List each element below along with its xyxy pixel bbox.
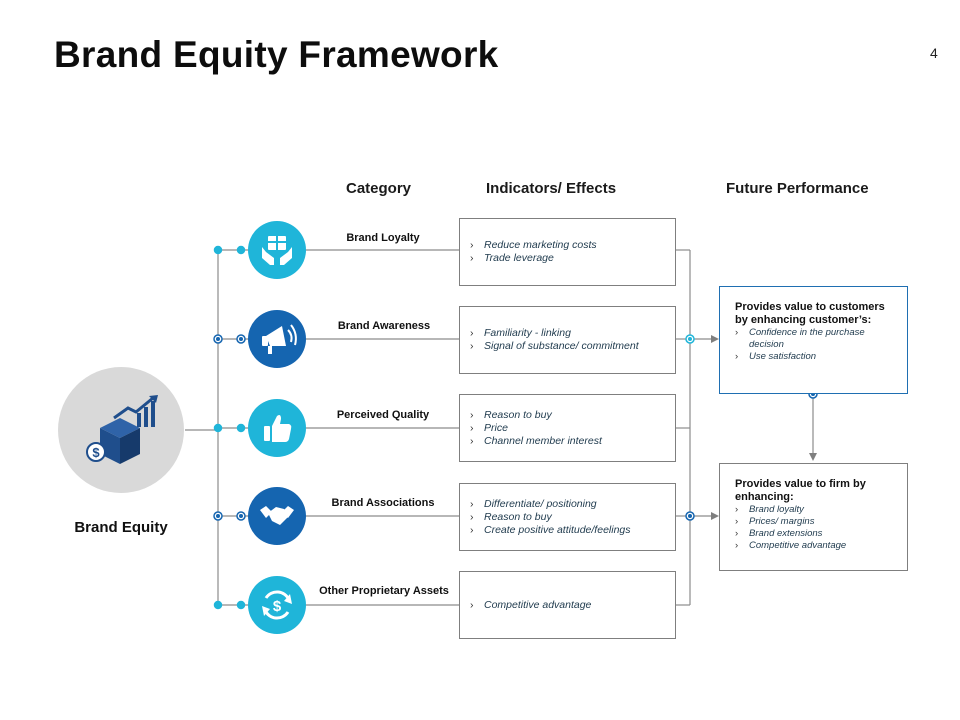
future-item: Brand extensions [735, 528, 899, 540]
category-label-other-proprietary-assets: Other Proprietary Assets [319, 585, 449, 597]
future-box-firm: Provides value to firm by enhancing: Bra… [719, 463, 908, 571]
future-item: Competitive advantage [735, 540, 899, 552]
thumbs-up-icon [264, 415, 292, 442]
column-header-indicators: Indicators/ Effects [486, 180, 617, 197]
future-heading: Provides value to customers by enhancing… [735, 301, 885, 326]
column-header-category: Category [346, 180, 412, 197]
category-label-brand-associations: Brand Associations [331, 497, 435, 509]
category-label-brand-loyalty: Brand Loyalty [346, 232, 420, 244]
indicator-item: Reason to buy [470, 409, 675, 422]
indicator-item: Signal of substance/ commitment [470, 340, 675, 353]
indicator-box-perceived-quality: Reason to buy Price Channel member inter… [459, 394, 676, 462]
future-item: Confidence in the purchase decision [735, 327, 899, 351]
column-header-future: Future Performance [726, 180, 869, 197]
indicator-item: Competitive advantage [470, 599, 675, 612]
category-icon-5: $ [248, 576, 306, 634]
future-item: Prices/ margins [735, 516, 899, 528]
category-label-brand-awareness: Brand Awareness [337, 320, 431, 332]
indicator-item: Price [470, 422, 675, 435]
indicator-item: Reduce marketing costs [470, 239, 675, 252]
indicator-item: Create positive attitude/feelings [470, 524, 675, 537]
indicator-box-brand-awareness: Familiarity - linking Signal of substanc… [459, 306, 676, 374]
hands-gift-icon [262, 236, 292, 265]
indicator-box-other-proprietary-assets: Competitive advantage [459, 571, 676, 639]
category-icon-2 [248, 310, 306, 368]
svg-text:$: $ [273, 598, 282, 615]
future-box-customers: Provides value to customers by enhancing… [719, 286, 908, 394]
category-icon-4 [248, 487, 306, 545]
category-icon-3 [248, 399, 306, 457]
page-title: Brand Equity Framework [54, 34, 499, 75]
future-item: Use satisfaction [735, 351, 899, 363]
indicator-item: Channel member interest [470, 435, 675, 448]
page-number: 4 [930, 45, 938, 61]
connector-dots [213, 245, 818, 610]
indicator-box-brand-associations: Differentiate/ positioning Reason to buy… [459, 483, 676, 551]
brand-equity-label: Brand Equity [74, 519, 168, 536]
handshake-icon [260, 506, 294, 525]
indicator-box-brand-loyalty: Reduce marketing costs Trade leverage [459, 218, 676, 286]
indicator-item: Familiarity - linking [470, 327, 675, 340]
box-growth-dollar-icon: $ [86, 395, 158, 464]
future-item: Brand loyalty [735, 504, 899, 516]
indicator-item: Reason to buy [470, 511, 675, 524]
category-label-perceived-quality: Perceived Quality [336, 409, 430, 421]
future-heading: Provides value to firm by enhancing: [735, 478, 866, 503]
dollar-cycle-icon: $ [262, 590, 292, 620]
megaphone-icon [262, 324, 297, 354]
indicator-item: Differentiate/ positioning [470, 498, 675, 511]
indicator-item: Trade leverage [470, 252, 675, 265]
category-icon-1 [248, 221, 306, 279]
svg-text:$: $ [92, 445, 100, 460]
